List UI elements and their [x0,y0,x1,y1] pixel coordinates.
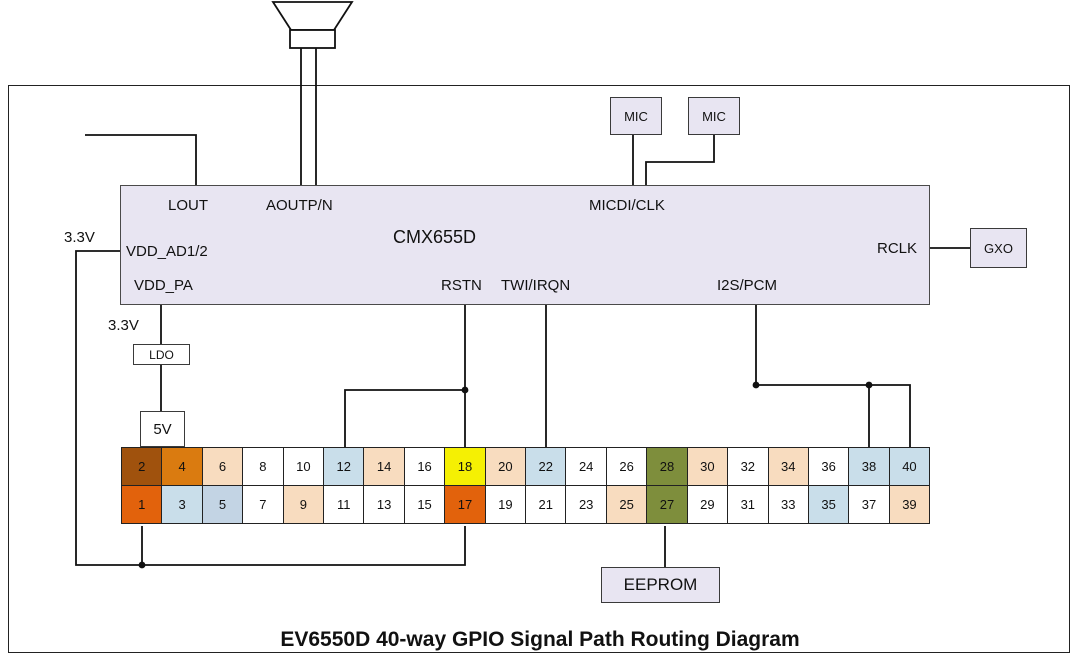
pin-28: 28 [646,447,688,486]
diagram-border [8,85,1070,653]
pin-18: 18 [444,447,486,486]
pin-14: 14 [363,447,405,486]
pin-33: 33 [767,485,809,524]
pin-30: 30 [686,447,729,486]
chip-name: CMX655D [393,227,477,247]
chip-pin-i2s-pcm: I2S/PCM [717,277,778,294]
chip-pin-twi-irqn: TWI/IRQN [501,277,571,294]
gxo-block: GXO [970,228,1027,268]
pin-4: 4 [161,447,203,486]
chip-pin-aoutp: AOUTP/N [266,197,333,214]
pin-5: 5 [201,485,244,524]
eeprom-block: EEPROM [601,567,720,603]
chip-pin-micdi-clk: MICDI/CLK [589,197,665,214]
chip-pin-rstn: RSTN [441,277,482,294]
pin-24: 24 [565,447,607,486]
pin-1: 1 [121,485,163,524]
pin-36: 36 [807,447,850,486]
pin-35: 35 [807,485,850,524]
gxo-label: GXO [984,240,1013,256]
pin-3: 3 [161,485,203,524]
pin-27: 27 [646,485,688,524]
cmx655d-chip [120,185,930,305]
ldo-label: LDO [149,347,174,362]
pin-34: 34 [767,447,809,486]
pin-26: 26 [605,447,648,486]
pin-40: 40 [888,447,931,486]
pin-13: 13 [363,485,405,524]
pin-25: 25 [605,485,648,524]
mic-right-label: MIC [702,108,726,124]
pin-8: 8 [242,447,284,486]
label-3v3-ldo: 3.3V [108,317,139,334]
pin-31: 31 [727,485,769,524]
pin-23: 23 [565,485,607,524]
pin-29: 29 [686,485,729,524]
pin-37: 37 [848,485,890,524]
mic-right-block: MIC [688,97,740,135]
label-3v3-left: 3.3V [64,229,95,246]
pin-21: 21 [525,485,567,524]
pin-6: 6 [201,447,244,486]
5v-label: 5V [153,420,172,438]
pin-16: 16 [403,447,446,486]
eeprom-label: EEPROM [623,575,698,594]
pin-39: 39 [888,485,931,524]
chip-pin-vdd-ad: VDD_AD1/2 [126,243,208,260]
chip-pin-vdd-pa: VDD_PA [134,277,193,294]
pin-22: 22 [525,447,567,486]
5v-block: 5V [140,411,185,447]
pin-10: 10 [282,447,325,486]
pin-38: 38 [848,447,890,486]
pin-11: 11 [323,485,365,524]
pin-12: 12 [323,447,365,486]
pin-19: 19 [484,485,527,524]
mic-left-block: MIC [610,97,662,135]
pin-17: 17 [444,485,486,524]
diagram-title: EV6550D 40-way GPIO Signal Path Routing … [280,628,800,651]
pin-9: 9 [282,485,325,524]
mic-left-label: MIC [624,108,648,124]
pin-32: 32 [727,447,769,486]
ldo-block: LDO [133,344,190,365]
chip-pin-rclk: RCLK [877,240,918,257]
chip-pin-lout: LOUT [168,197,209,214]
pin-15: 15 [403,485,446,524]
pin-20: 20 [484,447,527,486]
pin-7: 7 [242,485,284,524]
pin-2: 2 [121,447,163,486]
